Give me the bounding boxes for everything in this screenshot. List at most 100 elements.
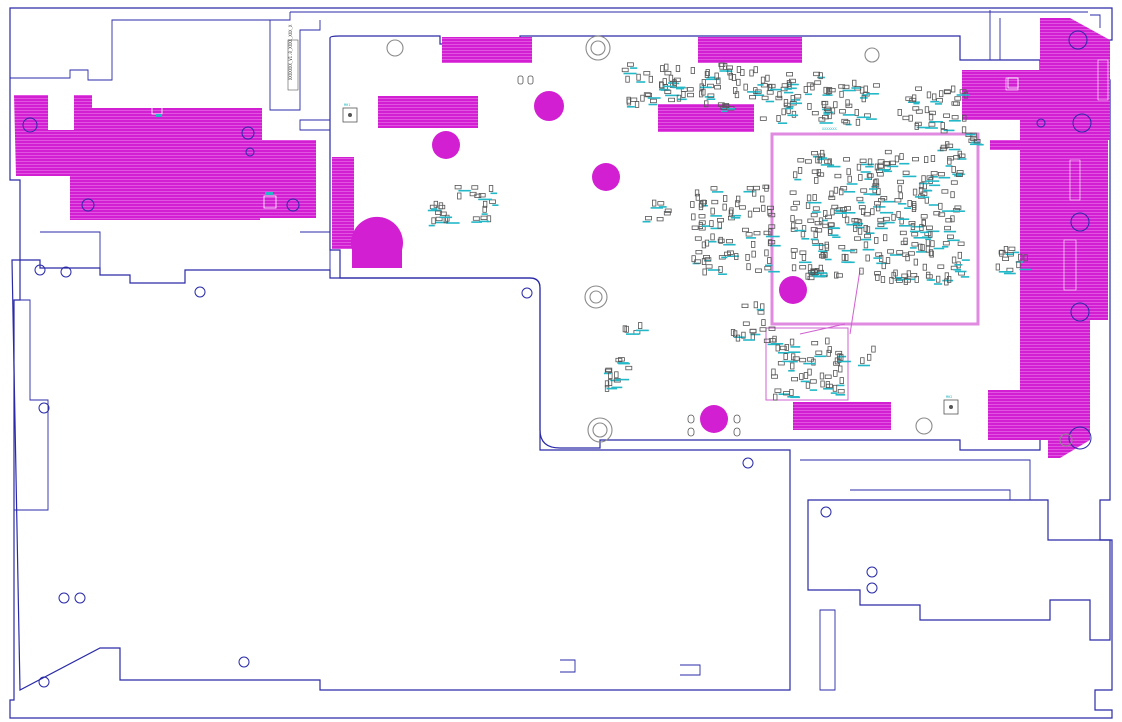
smd-pad [831,204,839,210]
smd-pad [907,199,912,207]
smd-pad [918,243,923,251]
smd-pad [724,251,731,257]
smd-pad [457,192,462,200]
smd-pad [765,74,770,82]
smd-pad [694,259,702,264]
left-daughter-board [14,95,316,220]
smd-pad [695,249,703,255]
smd-pad [714,85,721,90]
refdes-mark [788,370,795,372]
smd-pad [896,250,904,255]
refdes-mark [823,113,830,115]
smd-pad [887,249,894,254]
smd-pad [694,236,702,241]
refdes-mark [970,143,982,146]
refdes-mark [446,222,460,224]
smd-pad [701,258,707,266]
smd-pad [921,219,926,227]
smd-pad [766,90,774,95]
refdes-mark [921,236,932,238]
smd-pad [926,271,931,279]
refdes-mark [799,261,812,264]
refdes-mark [886,165,899,168]
smd-pad [790,362,795,370]
smd-pad [815,350,823,355]
smd-pad [822,223,830,229]
smd-pad [899,217,904,225]
smd-pad [656,216,664,222]
smd-pad [789,78,796,84]
refdes-mark [626,106,635,108]
smd-pad [874,271,881,276]
refdes-mark [665,94,679,97]
smd-pad [803,372,809,379]
smd-pad [812,194,817,201]
smd-pad [841,118,849,124]
refdes-mark [916,251,928,253]
refdes-mark [957,158,967,160]
smd-pad [710,186,718,191]
refdes-mark [925,127,938,129]
refdes-mark [606,387,617,390]
smd-pad [854,109,859,116]
refdes-mark [829,234,839,236]
smd-pad [823,86,828,94]
smd-pad [815,156,820,164]
smd-pad [791,376,798,382]
smd-pad [704,239,710,247]
smd-pad [784,343,789,351]
refdes-mark [976,143,984,146]
smd-pad [938,212,946,217]
smd-pad [824,243,830,251]
smd-pad [705,264,713,269]
refdes-mark [753,94,765,96]
smd-pad [720,105,728,110]
refdes-mark [611,386,623,389]
smd-pad [812,206,820,211]
refdes-mark [794,178,802,181]
refdes-mark [965,133,975,136]
smd-pad [925,274,933,279]
smd-pad [817,172,825,177]
refdes-mark [810,238,818,241]
smd-pad [736,66,742,73]
smd-pad [777,361,785,366]
smd-pad [722,103,730,108]
smd-pad [925,245,931,253]
smd-pad [928,230,933,238]
smd-pad [867,353,872,361]
refdes-mark [636,329,649,332]
smd-pad [908,114,913,122]
refdes-mark [770,244,781,247]
smd-pad [897,179,904,185]
smd-pad [709,220,714,228]
smd-pad [625,365,633,371]
smd-pad [839,188,844,196]
smd-pad [817,156,822,164]
refdes-mark [676,87,685,90]
refdes-mark [883,170,893,173]
refdes-mark [923,196,930,199]
refdes-mark [929,121,943,123]
smd-pad [944,272,949,280]
smd-pad [608,372,613,380]
smd-pad [914,123,919,130]
smd-pad [659,81,664,89]
smd-pad [863,212,871,217]
smd-pad [905,254,910,262]
smd-pad [827,222,835,227]
smd-pad [791,264,797,272]
smd-pad [943,89,951,94]
smd-pad [717,221,722,229]
smd-pad [932,93,937,101]
refdes-mark [647,97,661,99]
smd-pad [438,202,444,210]
smd-pad [728,209,733,217]
smd-pad [704,257,712,262]
refdes-mark [731,214,741,217]
refdes-mark [778,352,790,354]
smd-pad [919,182,924,190]
refdes-mark [880,211,894,214]
refdes-mark [895,277,902,279]
smd-pad [858,174,863,181]
